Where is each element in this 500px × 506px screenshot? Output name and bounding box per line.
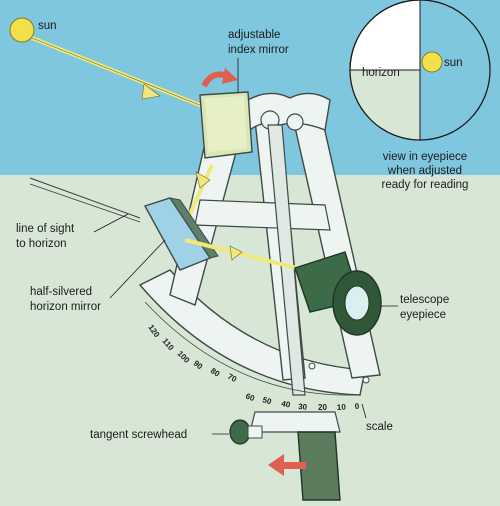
leg-bolt-icon <box>308 362 316 370</box>
rotate-arrowhead <box>222 68 238 84</box>
tangent-screwhead-icon <box>229 419 251 445</box>
line-of-sight-2 <box>29 183 141 223</box>
line-of-sight-label-1: line of sight <box>16 223 75 235</box>
eyepiece-sun-label: sun <box>444 57 463 69</box>
eyepiece-view-outline <box>349 0 491 141</box>
view-caption-1: view in eyepiece <box>383 151 467 163</box>
pivot-icon-2 <box>286 113 304 131</box>
scale-arc-line <box>144 301 356 396</box>
direction-arrow-icon <box>268 454 284 476</box>
line-of-sight <box>29 177 141 219</box>
handle <box>297 431 341 501</box>
leg-bolt-icon-2 <box>362 376 370 384</box>
scale-number: 10 <box>337 403 347 412</box>
sun-ray-outline <box>31 37 213 111</box>
frame-crossbar <box>194 199 331 231</box>
scale-number: 30 <box>298 402 308 412</box>
line-of-sight-label-2: to horizon <box>16 238 67 250</box>
index-mirror-face <box>205 96 247 152</box>
index-mirror-label-2: index mirror <box>228 44 289 56</box>
scale-number: 20 <box>318 403 327 412</box>
view-caption-2: when adjusted <box>387 165 462 177</box>
half-silvered-label-1: half-silvered <box>30 286 92 298</box>
tangent-label: tangent screwhead <box>90 429 187 441</box>
sun-ray-arrowhead <box>141 83 161 100</box>
half-silvered-label-2: horizon mirror <box>30 301 101 313</box>
ray-to-eyepiece <box>184 238 306 272</box>
leader-half-silvered <box>109 239 166 299</box>
direction-arrow-shaft <box>282 462 306 469</box>
telescope-label-2: eyepiece <box>400 309 446 321</box>
eyepiece-view-left-lower <box>350 70 420 140</box>
sun-label: sun <box>38 20 57 32</box>
view-caption-3: ready for reading <box>382 179 469 191</box>
eyepiece-sun-icon <box>421 51 443 73</box>
ray-to-eyepiece-arrow <box>229 245 243 261</box>
scale-label: scale <box>366 421 393 433</box>
telescope-label-1: telescope <box>400 294 449 306</box>
sun-icon <box>9 17 35 43</box>
scale-number: 40 <box>281 399 292 410</box>
vernier-plate <box>249 411 341 433</box>
tangent-screw-shaft <box>247 425 263 439</box>
eyepiece-view: horizon sun <box>349 0 491 141</box>
eyepiece-horizon-label: horizon <box>362 67 400 79</box>
index-arm <box>267 124 306 396</box>
telescope-lens-icon <box>344 285 370 321</box>
scale-number: 60 <box>244 392 256 404</box>
reflected-ray-arrow <box>195 171 211 189</box>
scale-number: 0 <box>354 402 360 411</box>
horizon-mirror-back <box>168 197 219 259</box>
leader-scale <box>361 403 367 419</box>
index-mirror-label-1: adjustable <box>228 29 280 41</box>
scale-number: 50 <box>261 395 273 406</box>
eyepiece-view-right-half <box>420 0 490 140</box>
leader-line-of-sight <box>93 213 129 233</box>
